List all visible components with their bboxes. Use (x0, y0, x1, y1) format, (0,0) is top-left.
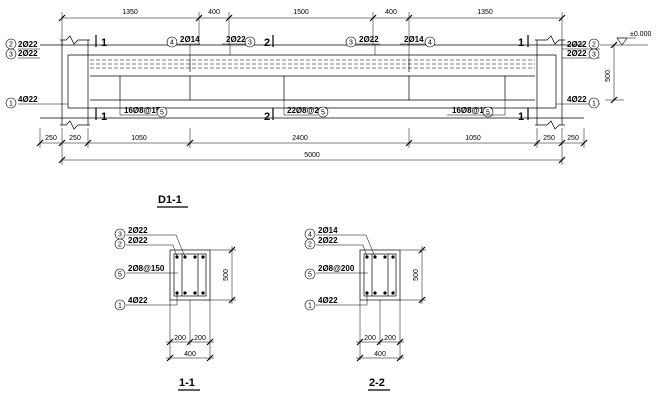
s2-mark-2: 2 (308, 242, 312, 249)
beam-elevation: 1350 400 1500 400 1350 (5, 9, 651, 165)
s2-label-1: 2Ø14 (318, 226, 338, 235)
left-mark-3: 1 (9, 101, 13, 108)
s2-height: 500 (413, 269, 420, 281)
bottom-dim-2: 250 (69, 135, 81, 142)
stirrup-mark-1: 5 (160, 110, 164, 117)
bottom-dim-7: 250 (567, 135, 579, 142)
s2-mark-4: 1 (308, 303, 312, 310)
cut-2-top: 2 (264, 37, 270, 49)
right-bar-labels: 2Ø22 2 2Ø22 3 4Ø22 1 (556, 38, 600, 109)
right-label-1: 2Ø22 (567, 40, 587, 49)
top-dim-5: 1350 (477, 9, 493, 16)
inner-mark-2: 3 (248, 40, 252, 47)
stirrup-mark-2: 5 (321, 110, 325, 117)
level-label: ±0.000 (630, 31, 651, 38)
bottom-dim-6: 250 (543, 135, 555, 142)
top-inner-labels: 4 2Ø14 2Ø22 3 3 2Ø22 2Ø14 4 (166, 35, 436, 58)
left-label-3: 4Ø22 (18, 95, 38, 104)
s2-label-2: 2Ø22 (318, 236, 338, 245)
right-mark-1: 2 (592, 42, 596, 49)
s2-label-3: 2Ø8@200 (318, 264, 355, 273)
s2-dim-total: 400 (374, 351, 386, 358)
bottom-dim-1: 250 (45, 135, 57, 142)
inner-mark-4: 4 (428, 40, 432, 47)
inner-mark-3: 3 (349, 40, 353, 47)
right-mark-2: 3 (592, 52, 596, 59)
s1-dim-1: 200 (174, 335, 186, 342)
right-mark-3: 1 (592, 101, 596, 108)
s2-dim-2: 200 (384, 335, 396, 342)
s2-mark-3: 5 (308, 272, 312, 279)
inner-mark-1: 4 (170, 40, 174, 47)
inner-label-4: 2Ø14 (404, 35, 424, 44)
s1-label-4: 4Ø22 (128, 296, 148, 305)
bottom-dim-3: 1050 (131, 135, 147, 142)
bottom-dim-4: 2400 (292, 135, 308, 142)
s1-mark-3: 5 (118, 272, 122, 279)
s2-mark-1: 4 (308, 232, 312, 239)
top-dim-4: 400 (385, 9, 397, 16)
s1-height: 500 (223, 269, 230, 281)
stirrup-labels: 16Ø8@150 5 22Ø8@200 5 16Ø8@150 5 (119, 100, 506, 118)
section-1-1: 3 2Ø22 2 2Ø22 5 2Ø8@150 1 4Ø22 500 200 2… (114, 226, 236, 391)
s1-mark-1: 3 (118, 232, 122, 239)
s1-dim-2: 200 (194, 335, 206, 342)
s1-mark-4: 1 (118, 303, 122, 310)
cut-1-bottom-left: 1 (101, 111, 107, 123)
right-label-2: 2Ø22 (567, 49, 587, 58)
top-dim-3: 1500 (293, 9, 309, 16)
s1-dim-total: 400 (184, 351, 196, 358)
left-label-1: 2Ø22 (18, 40, 38, 49)
inner-label-3: 2Ø22 (359, 35, 379, 44)
s1-label-3: 2Ø8@150 (128, 264, 165, 273)
right-label-3: 4Ø22 (567, 95, 587, 104)
bottom-dim-5: 1050 (465, 135, 481, 142)
s1-label-1: 2Ø22 (128, 226, 148, 235)
inner-label-1: 2Ø14 (180, 35, 200, 44)
cut-1-bottom-right: 1 (518, 111, 524, 123)
left-mark-2: 3 (9, 52, 13, 59)
stirrup-label-2: 22Ø8@200 (287, 106, 328, 115)
total-dim: 5000 (304, 152, 320, 159)
top-dim-2: 400 (208, 9, 220, 16)
cut-2-bottom: 2 (264, 111, 270, 123)
s2-title: 2-2 (369, 377, 385, 389)
level-marker: ±0.000 (600, 31, 651, 46)
left-label-2: 2Ø22 (18, 49, 38, 58)
s1-mark-2: 2 (118, 242, 122, 249)
s1-title: 1-1 (179, 377, 195, 389)
inner-label-2: 2Ø22 (226, 35, 246, 44)
left-bar-labels: 2 2Ø22 3 2Ø22 1 4Ø22 (5, 38, 68, 109)
cut-1-top-right: 1 (518, 37, 524, 49)
s2-dim-1: 200 (364, 335, 376, 342)
height-label: 500 (605, 70, 612, 82)
s1-label-2: 2Ø22 (128, 236, 148, 245)
left-mark-1: 2 (9, 42, 13, 49)
stirrup-label-1: 16Ø8@150 (124, 106, 165, 115)
stirrup-label-3: 16Ø8@150 (452, 106, 493, 115)
main-title: D1-1 (158, 194, 182, 206)
height-dimension: 500 (605, 41, 624, 104)
bottom-dimensions: 250 250 1050 2400 1050 250 250 5000 (36, 128, 588, 165)
top-dim-1: 1350 (122, 9, 138, 16)
section-2-2: 4 2Ø14 2 2Ø22 5 2Ø8@200 1 4Ø22 500 200 2… (304, 226, 426, 391)
s2-label-4: 4Ø22 (318, 296, 338, 305)
cut-1-top-left: 1 (101, 37, 107, 49)
stirrup-mark-3: 5 (486, 110, 490, 117)
